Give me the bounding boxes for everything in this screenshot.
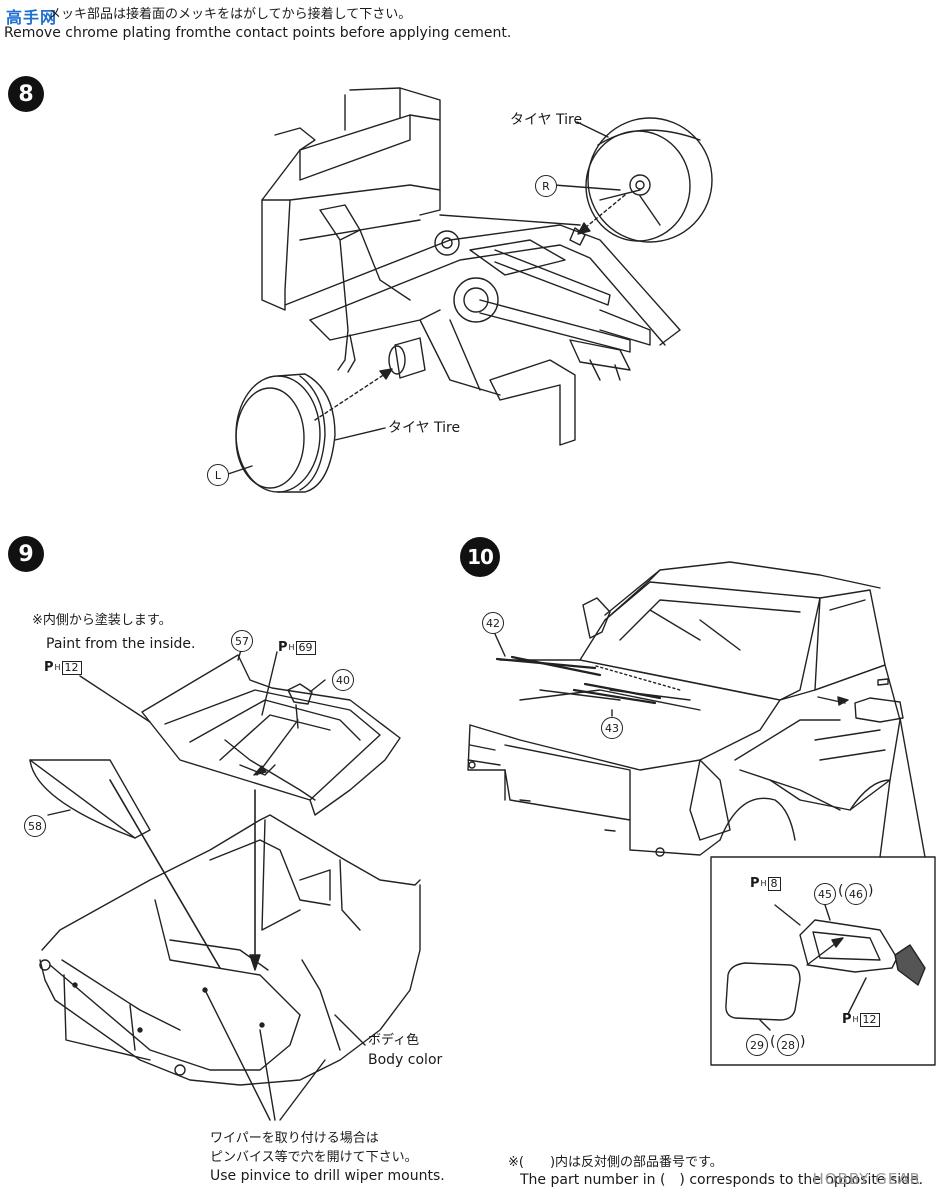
- watermark: HOBBY GEAR: [812, 1170, 921, 1188]
- part-58: 58: [24, 815, 46, 837]
- wiper-drawing: [495, 655, 662, 705]
- body-color-en: Body color: [368, 1052, 443, 1068]
- car-body-drawing: [467, 561, 904, 857]
- wiper-note-jp-2: ピンバイス等で穴を開けて下さい。: [210, 1150, 418, 1165]
- part-45: 45: [814, 883, 836, 905]
- chrome-note-jp: メッキ部品は接着面のメッキをはがしてから接着して下さい。: [48, 7, 412, 22]
- paint-note-en: Paint from the inside.: [46, 636, 196, 652]
- wiper-note-en: Use pinvice to drill wiper mounts.: [210, 1168, 445, 1184]
- tire-rear-drawing: [585, 117, 713, 243]
- body-color-jp: ボディ色: [368, 1033, 420, 1048]
- part-43: 43: [601, 717, 623, 739]
- step-10-badge: 10: [460, 537, 500, 577]
- chassis-drawing: [261, 87, 681, 446]
- part-46-paren-close: ): [868, 883, 874, 899]
- tire-rear-label: タイヤ Tire: [510, 112, 583, 128]
- tire-front-drawing: [235, 373, 336, 493]
- site-logo: 高手网: [6, 8, 58, 27]
- part-28: 28: [777, 1034, 799, 1056]
- step-9-badge: 9: [8, 536, 44, 572]
- part-28-paren-close: ): [800, 1034, 806, 1050]
- mirror-detail-drawing: [725, 904, 926, 1031]
- footer-note-jp: ※( )内は反対側の部品番号です。: [508, 1155, 723, 1170]
- part-40: 40: [332, 669, 354, 691]
- part-57: 57: [231, 630, 253, 652]
- tire-front-label: タイヤ Tire: [388, 420, 461, 436]
- part-29: 29: [746, 1034, 768, 1056]
- wiper-note-jp-1: ワイパーを取り付ける場合は: [210, 1131, 379, 1146]
- left-side-marker: L: [207, 464, 229, 486]
- part-42: 42: [482, 612, 504, 634]
- part-46-paren: (: [838, 883, 844, 899]
- mirror-detail-box: [710, 856, 936, 1066]
- chrome-note-en: Remove chrome plating fromthe contact po…: [4, 25, 512, 41]
- paint-note-jp: ※内側から塗装します。: [32, 613, 172, 628]
- step-8-badge: 8: [8, 76, 44, 112]
- dashboard-drawing: [29, 654, 421, 1086]
- right-side-marker: R: [535, 175, 557, 197]
- part-46: 46: [845, 883, 867, 905]
- footer-note-en: The part number in ( ) corresponds to th…: [520, 1172, 924, 1188]
- part-28-paren: (: [770, 1034, 776, 1050]
